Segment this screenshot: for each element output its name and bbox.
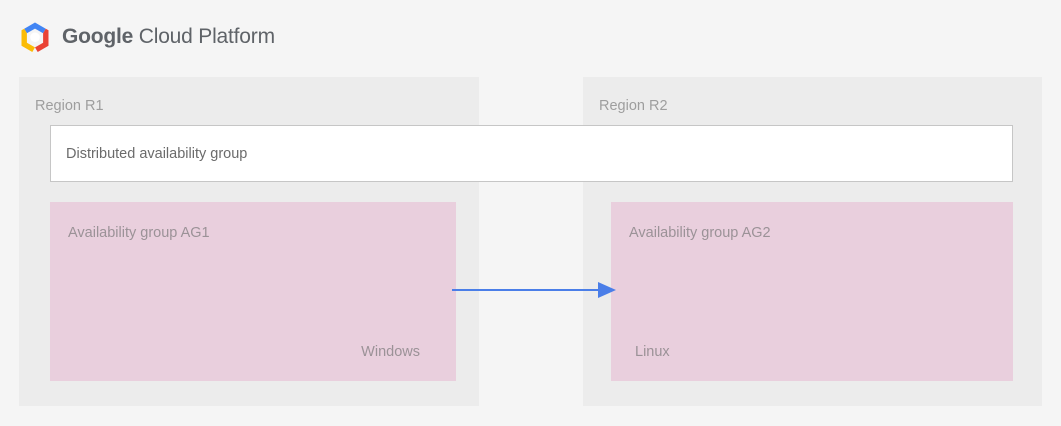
availability-group-box-ag1: Availability group AG1 Windows — [50, 202, 456, 381]
availability-group-title-ag1: Availability group AG1 — [68, 225, 210, 241]
replication-arrow-icon — [452, 282, 616, 298]
availability-group-title-ag2: Availability group AG2 — [629, 225, 771, 241]
os-label-windows: Windows — [361, 344, 420, 360]
brand-header: Google Cloud Platform — [19, 16, 275, 56]
brand-name-bold: Google — [62, 24, 134, 48]
os-label-linux: Linux — [635, 344, 670, 360]
region-label-r2: Region R2 — [599, 98, 668, 114]
distributed-availability-group-label: Distributed availability group — [66, 145, 248, 162]
page-title: Google Cloud Platform — [62, 26, 275, 47]
google-cloud-platform-logo-icon — [21, 22, 49, 52]
brand-name-light: Cloud Platform — [133, 24, 275, 48]
availability-group-box-ag2: Availability group AG2 Linux — [611, 202, 1013, 381]
distributed-availability-group-box: Distributed availability group — [50, 125, 1013, 182]
region-label-r1: Region R1 — [35, 98, 104, 114]
